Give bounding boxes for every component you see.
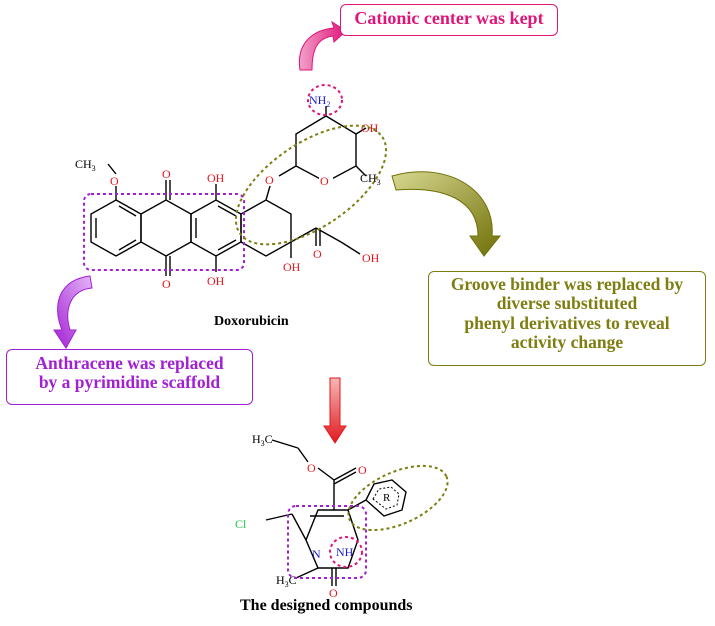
arrow-groove bbox=[391, 171, 502, 257]
atom-n1: N bbox=[312, 547, 321, 561]
atom-o-link: O bbox=[265, 173, 274, 187]
atom-quinone-o-top: O bbox=[162, 167, 171, 181]
callout-groove-binder: Groove binder was replaced by diverse su… bbox=[428, 271, 706, 366]
atom-ester-o-double: O bbox=[358, 463, 367, 477]
designed-atoms: H3C O O Cl N NH O R H3C bbox=[235, 432, 391, 600]
nh-highlight-circle bbox=[329, 536, 363, 568]
atom-oh-top: OH bbox=[207, 171, 225, 185]
callout-cationic-center: Cationic center was kept bbox=[340, 4, 558, 36]
callout-anthracene-line-2: by a pyrimidine scaffold bbox=[38, 372, 221, 393]
atom-methoxy: CH3 bbox=[75, 157, 96, 173]
arrow-cationic bbox=[298, 20, 347, 71]
callout-groove-line-2: diverse substituted bbox=[496, 293, 638, 314]
pyrimidine-highlight-box bbox=[287, 505, 367, 579]
atom-cl: Cl bbox=[235, 517, 247, 531]
atom-r: R bbox=[383, 492, 391, 504]
anthracene-highlight-box bbox=[83, 193, 245, 271]
atom-keto-o: O bbox=[313, 247, 322, 261]
atom-ring-o: O bbox=[320, 174, 329, 188]
callout-anthracene-line-1: Anthracene was replaced bbox=[35, 353, 224, 373]
callout-groove-line-4: activity change bbox=[510, 331, 624, 352]
callout-groove-line-3: phenyl derivatives to reveal bbox=[464, 312, 670, 333]
caption-doxorubicin: Doxorubicin bbox=[214, 314, 289, 329]
ring-d bbox=[240, 199, 292, 257]
arrow-to-designed bbox=[323, 377, 347, 444]
phenyl-ring bbox=[365, 479, 407, 517]
arrow-anthracene bbox=[53, 275, 93, 349]
doxorubicin-structure bbox=[90, 106, 367, 276]
designed-structure bbox=[265, 439, 367, 586]
ring-o-bg bbox=[319, 174, 333, 188]
atom-nh2: NH2 bbox=[309, 93, 330, 109]
atom-oh-c9: OH bbox=[283, 260, 301, 274]
ring-a bbox=[90, 199, 142, 257]
atom-urea-o: O bbox=[329, 586, 338, 600]
cationic-highlight-circle bbox=[307, 84, 343, 116]
atom-oh-bottom: OH bbox=[207, 274, 225, 288]
ring-c bbox=[190, 199, 242, 257]
atom-h3c-ethyl: H3C bbox=[252, 432, 273, 448]
groove-highlight-ellipse bbox=[234, 124, 388, 246]
callout-cationic-text: Cationic center was kept bbox=[354, 8, 544, 28]
callout-groove-line-1: Groove binder was replaced by bbox=[450, 274, 684, 294]
callout-anthracene: Anthracene was replaced by a pyrimidine … bbox=[6, 349, 253, 405]
atom-ch3: CH3 bbox=[360, 171, 381, 187]
caption-designed-compounds: The designed compounds bbox=[240, 597, 413, 614]
phenyl-ring-aromatic bbox=[372, 486, 400, 510]
atom-oh-end: OH bbox=[362, 251, 380, 265]
atom-h3c-n: H3C bbox=[276, 573, 297, 589]
ring-b bbox=[140, 199, 192, 257]
atom-quinone-o-bottom: O bbox=[162, 277, 171, 291]
atom-ester-o: O bbox=[307, 461, 316, 475]
phenyl-highlight-ellipse bbox=[347, 464, 449, 532]
atom-methoxy-o: O bbox=[110, 174, 119, 188]
atom-nh: NH bbox=[336, 545, 354, 559]
